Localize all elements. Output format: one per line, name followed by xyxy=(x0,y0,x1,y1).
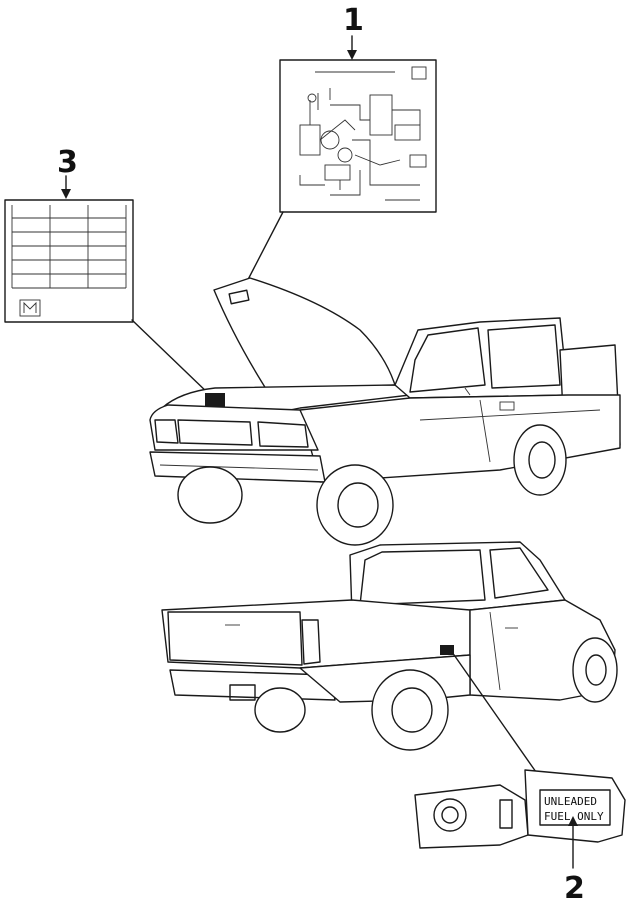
front-right-wheel-hub xyxy=(585,654,607,686)
rear-cab-window xyxy=(359,549,486,606)
front-right-wheel xyxy=(572,637,618,703)
callout-2-arrowhead xyxy=(568,816,578,826)
rear-right-wheel-hub xyxy=(391,687,433,733)
rear-cab-side-window xyxy=(489,547,549,599)
info-label-grid xyxy=(11,205,127,289)
hinge xyxy=(499,799,513,829)
callout-3: 3 xyxy=(57,145,78,199)
fuel-cap xyxy=(441,806,459,824)
vacuum-schematic xyxy=(299,88,427,201)
license-plate xyxy=(229,684,256,701)
badge xyxy=(499,401,515,411)
decal-line-2: FUEL ONLY xyxy=(544,810,604,823)
front-left-wheel xyxy=(177,466,243,524)
mirror xyxy=(464,387,471,396)
rear-door-seam xyxy=(489,611,501,691)
rear-wheel xyxy=(513,424,567,496)
callout-1-arrowhead xyxy=(347,50,357,60)
fuel-door-panel xyxy=(524,769,626,843)
info-label-leader xyxy=(131,319,211,396)
grille xyxy=(177,419,253,446)
headlight xyxy=(257,421,309,448)
callout-1-number: 1 xyxy=(343,3,364,38)
front-wheel-hub xyxy=(337,482,379,528)
info-label xyxy=(4,199,211,396)
callout-2-number: 2 xyxy=(564,871,585,903)
callout-1: 1 xyxy=(343,3,364,60)
tail-light xyxy=(301,619,321,665)
open-hood xyxy=(213,277,396,393)
front-wheel xyxy=(316,464,394,546)
fuel-door-detail: UNLEADED FUEL ONLY xyxy=(414,769,626,849)
callout-3-number: 3 xyxy=(57,145,78,180)
info-label-outline xyxy=(4,199,134,323)
bumper-line xyxy=(159,464,319,471)
vacuum-label-logo-box xyxy=(411,66,427,80)
truck-rear-view xyxy=(161,541,618,773)
rear-window xyxy=(487,324,561,389)
vacuum-label-outline xyxy=(279,59,437,213)
vacuum-hose-label xyxy=(239,59,437,296)
side-window xyxy=(409,327,486,393)
front-bumper xyxy=(149,451,326,483)
hood-vacuum-decal xyxy=(228,289,250,305)
fuel-filler-housing xyxy=(414,784,529,849)
callout-2: 2 xyxy=(564,816,585,903)
tailgate xyxy=(167,611,303,666)
pickup-bed xyxy=(161,599,471,669)
decal-line-1: UNLEADED xyxy=(544,795,597,808)
left-headlight xyxy=(154,419,179,444)
door-seam xyxy=(479,399,491,463)
underhood-info-decal xyxy=(205,393,225,407)
callout-3-arrowhead xyxy=(61,189,71,199)
body-crease xyxy=(419,409,601,421)
rear-left-wheel xyxy=(254,687,306,733)
info-label-logo-mark xyxy=(23,301,37,313)
front-fascia xyxy=(149,404,319,451)
rear-wheel-hub xyxy=(528,441,556,479)
fuel-door-decal-marker xyxy=(440,645,454,655)
info-label-logo-box xyxy=(19,299,41,317)
fuel-filler-opening xyxy=(433,798,467,832)
rear-right-wheel xyxy=(371,669,449,751)
truck-front-view xyxy=(149,277,621,546)
fuel-decal-leader xyxy=(451,651,537,773)
